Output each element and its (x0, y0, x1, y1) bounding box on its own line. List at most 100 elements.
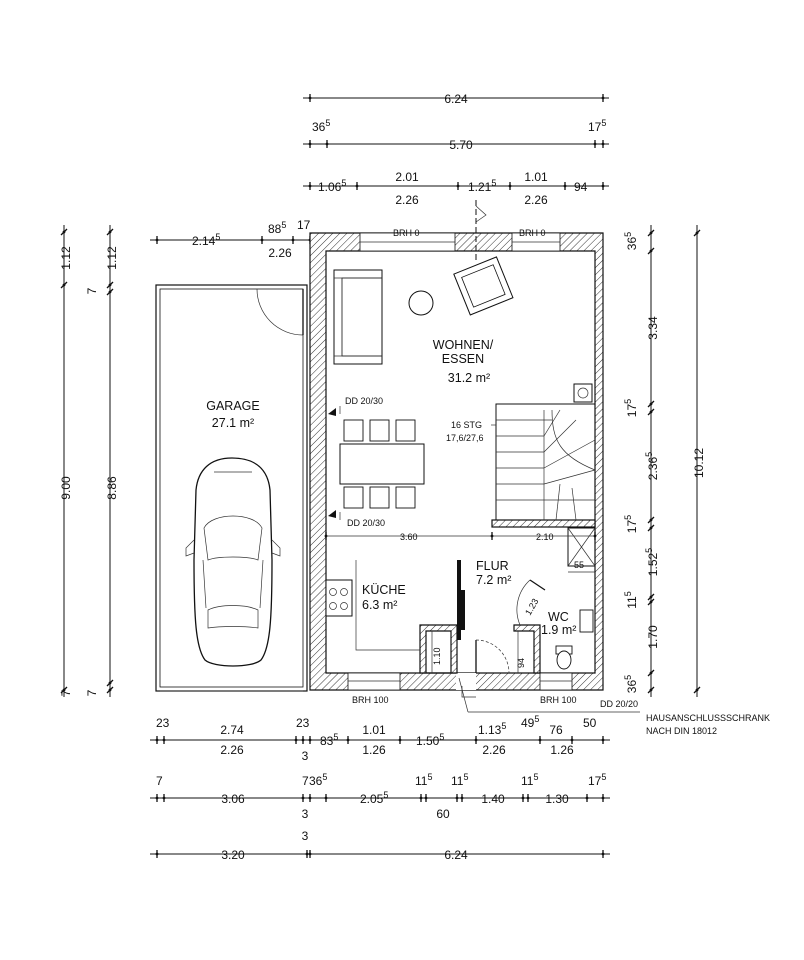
garage-door-swing (256, 288, 304, 336)
dim-top-r3-b-bot: 2.26 (395, 193, 419, 207)
dim-left-inner-bottom: 7 (85, 689, 99, 696)
dim-right-1: 3.34 (646, 316, 660, 340)
dim-b1-bot-2: 1.26 (362, 743, 386, 757)
dim-b2-top-1: 7 (302, 774, 309, 788)
side-table-icon (408, 290, 434, 316)
dim-top-r3-d-bot: 2.26 (524, 193, 548, 207)
dim-right-8: 365 (623, 675, 639, 693)
dim-top-r3-b-top: 2.01 (395, 170, 419, 184)
dim-left-outer-bottom: 7 (59, 689, 73, 696)
dim-right-3: 2.365 (644, 452, 660, 480)
sofa-icon (333, 269, 383, 365)
dining-table-icon (339, 419, 425, 509)
brh0-right-label: BRH 0 (519, 228, 546, 238)
dim-b2-bot-5: 60 (436, 807, 450, 821)
dim-b2-bot-0: 3.06 (221, 792, 245, 806)
dim-b2-bot-4: 1.30 (545, 792, 569, 806)
brh100-right-label: BRH 100 (540, 695, 577, 705)
dim-b1-mid-3: 76 (549, 723, 563, 737)
interior-walls (419, 519, 596, 674)
dim-b1-bot-1: 3 (302, 749, 309, 763)
dim-b2-top-0: 7 (156, 774, 163, 788)
garage: GARAGE 27.1 m² (155, 284, 308, 692)
inner-dim-123: 1.23 (523, 597, 540, 617)
stairs-ratio: 17,6/27,6 (446, 433, 484, 443)
dim-left-outer-main: 9.00 (59, 476, 73, 500)
dim-overall: 6.24 (444, 92, 468, 106)
inner-dim-110: 1.10 (432, 647, 442, 665)
dim-b1-top-3: 495 (521, 714, 539, 730)
dim-top-r2-left: 365 (312, 118, 330, 134)
dim-b2-top-6: 175 (588, 772, 606, 788)
inner-dim-360: 3.60 (400, 532, 418, 542)
toilet-icon (555, 645, 573, 670)
armchair-icon (453, 256, 514, 316)
kitchen-partition (355, 560, 420, 651)
brh0-left-label: BRH 0 (393, 228, 420, 238)
dim-b1-bot-4: 2.26 (482, 743, 506, 757)
dim-b1-bot-5: 1.26 (550, 743, 574, 757)
dim-b3-3: 3 (302, 829, 309, 843)
dim-top-r3-c: 1.215 (468, 178, 496, 194)
dim-b1-mid-2: 1.135 (478, 721, 506, 737)
kueche-area: 6.3 m² (362, 598, 397, 612)
dim-right-outer: 10.12 (692, 448, 706, 478)
staircase: 16 STG 17,6/27,6 (446, 383, 596, 521)
wc-label: WC (548, 610, 569, 624)
dim-left-outer-top: 1.12 (59, 246, 73, 270)
dim-b2-bot-3: 1.40 (481, 792, 505, 806)
house-walls (309, 232, 604, 691)
dim-garage-a: 2.145 (192, 232, 220, 248)
dim-top-r2-right: 175 (588, 118, 606, 134)
wohnen-label-2: ESSEN (442, 352, 484, 366)
inner-dim-94: 94 (516, 658, 526, 668)
dim-right-7: 1.70 (646, 625, 660, 649)
dim-top-r3-d-top: 1.01 (524, 170, 548, 184)
dim-garage-c: 17 (297, 218, 311, 232)
dim-b1-top-1: 23 (296, 716, 310, 730)
dim-right-0: 365 (623, 232, 639, 250)
dim-b1-bot-0: 2.26 (220, 743, 244, 757)
dim-left-inner-main: 8.86 (105, 476, 119, 500)
dim-b2-top-4: 115 (451, 772, 468, 788)
wc-area: 1.9 m² (541, 623, 576, 637)
dim-left-inner-top: 1.12 (105, 246, 119, 270)
car-icon (185, 457, 281, 667)
garage-label: GARAGE (206, 399, 260, 413)
dim-b1-mid-1: 1.01 (362, 723, 386, 737)
dim-left-inner-7: 7 (85, 287, 99, 294)
dd-top-label: DD 20/30 (345, 396, 383, 406)
dim-b2-top-5: 115 (521, 772, 538, 788)
dim-b2-top-3: 115 (415, 772, 432, 788)
dim-b1-top-2: 835 (320, 732, 338, 748)
dim-right-2: 175 (623, 399, 639, 417)
dim-b2-bot-1: 3 (302, 807, 309, 821)
flur: FLUR 7.2 m² (460, 559, 511, 698)
inner-dim-line: 3.60 2.10 (323, 531, 598, 542)
right-dimension-chains: 365 3.34 175 2.365 175 1.525 115 1.70 36… (623, 225, 706, 697)
dd-corner-label: DD 20/20 (600, 699, 638, 709)
bottom-dimension-chains: 23 23 835 495 50 2.74 1.01 1.135 76 2.26… (150, 714, 610, 862)
dim-b3-left: 3.20 (221, 848, 245, 862)
stairs-count: 16 STG (451, 420, 482, 430)
kitchen: KÜCHE 6.3 m² 1.10 (325, 579, 442, 673)
top-dimension-chains: 6.24 365 5.70 175 1.065 2.01 2.26 1.215 … (150, 92, 609, 260)
dd-bottom-label: DD 20/30 (347, 518, 385, 528)
dim-b1-top-0: 23 (156, 716, 170, 730)
dim-top-r3-e: 94 (574, 180, 588, 194)
dim-b1-mid-0: 2.74 (220, 723, 244, 737)
dim-right-6: 115 (623, 591, 639, 608)
dim-b2-top-2: 365 (309, 772, 327, 788)
washbasin-icon (579, 609, 594, 633)
flur-area: 7.2 m² (476, 573, 511, 587)
living-furniture: WOHNEN/ ESSEN 31.2 m² DD 20/30 DD 20/30 (328, 256, 514, 528)
hak-label-2: NACH DIN 18012 (646, 726, 717, 736)
hak-label-1: HAUSANSCHLUSSSCHRANK (646, 713, 770, 723)
wohnen-area: 31.2 m² (448, 371, 490, 385)
kueche-label: KÜCHE (362, 583, 406, 597)
dim-b2-bot-2: 2.055 (360, 790, 388, 806)
dim-b1-top-4: 50 (583, 716, 597, 730)
dim-right-4: 175 (623, 515, 639, 533)
wohnen-label-1: WOHNEN/ (433, 338, 494, 352)
